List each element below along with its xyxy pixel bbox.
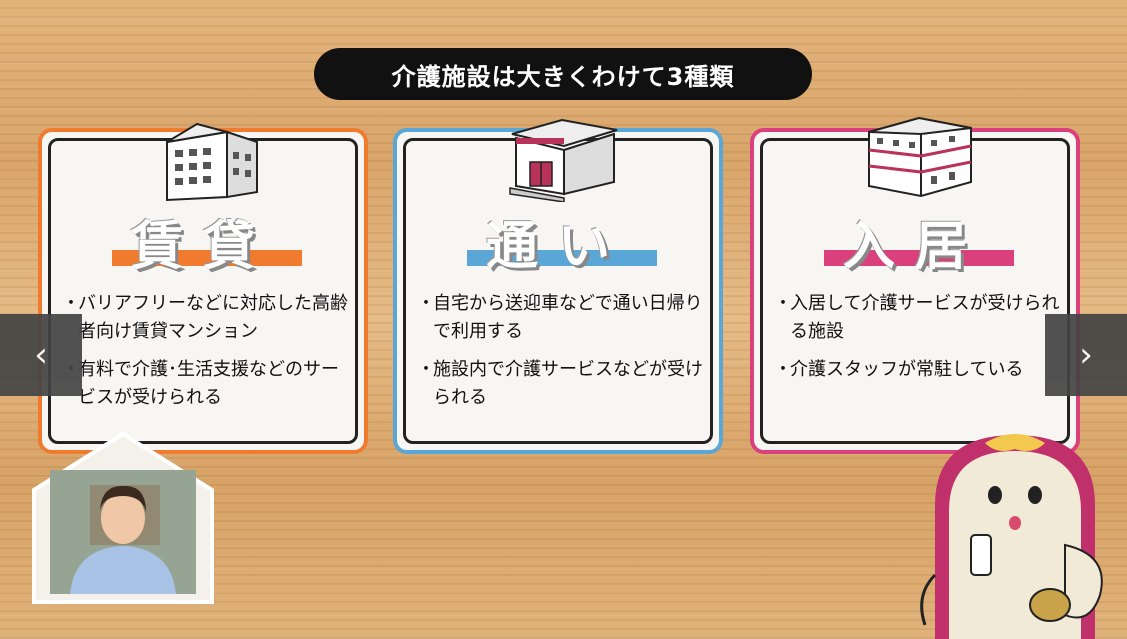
card-daycare: 通い ・自宅から送迎車などで通い日帰りで利用する ・施設内で介護サービスなどが受… [393,118,723,454]
card-residential: 入居 ・入居して介護サービスが受けられる施設 ・介護スタッフが常駐している [750,116,1080,454]
heading-underline [467,250,657,266]
chevron-left-icon: ‹ [34,335,48,375]
presenter-video-inset [32,431,214,604]
residential-facility-icon [868,116,972,198]
apartment-building-icon [166,122,258,202]
heading-underline [112,250,302,266]
chevron-right-icon: › [1079,335,1093,375]
card-heading: 賃貸 [130,217,275,277]
list-item: ・バリアフリーなどに対応した高齢者向け賃貸マンション [62,293,348,342]
prev-slide-button[interactable]: ‹ [0,314,82,396]
bullet-list: ・入居して介護サービスが受けられる施設 ・介護スタッフが常駐している [774,290,1062,394]
card-heading: 通い [485,217,630,277]
daycare-building-icon [509,118,618,202]
next-slide-button[interactable]: › [1045,314,1127,396]
slide-title: 介護施設は大きくわけて3種類 [314,48,812,100]
card-rental: 賃貸 ・バリアフリーなどに対応した高齢者向け賃貸マンション ・有料で介護･生活支… [38,122,368,454]
mascot-character [920,434,1103,639]
list-item: ・有料で介護･生活支援などのサービスが受けられる [62,359,339,408]
card-heading: 入居 [842,217,987,277]
heading-underline [824,250,1014,266]
list-item: ・入居して介護サービスが受けられる施設 [774,293,1060,342]
list-item: ・自宅から送迎車などで通い日帰りで利用する [417,293,703,342]
list-item: ・施設内で介護サービスなどが受けられる [417,359,703,408]
bullet-list: ・自宅から送迎車などで通い日帰りで利用する ・施設内で介護サービスなどが受けられ… [417,290,705,422]
bullet-list: ・バリアフリーなどに対応した高齢者向け賃貸マンション ・有料で介護･生活支援など… [62,290,350,422]
list-item: ・介護スタッフが常駐している [774,359,1024,380]
